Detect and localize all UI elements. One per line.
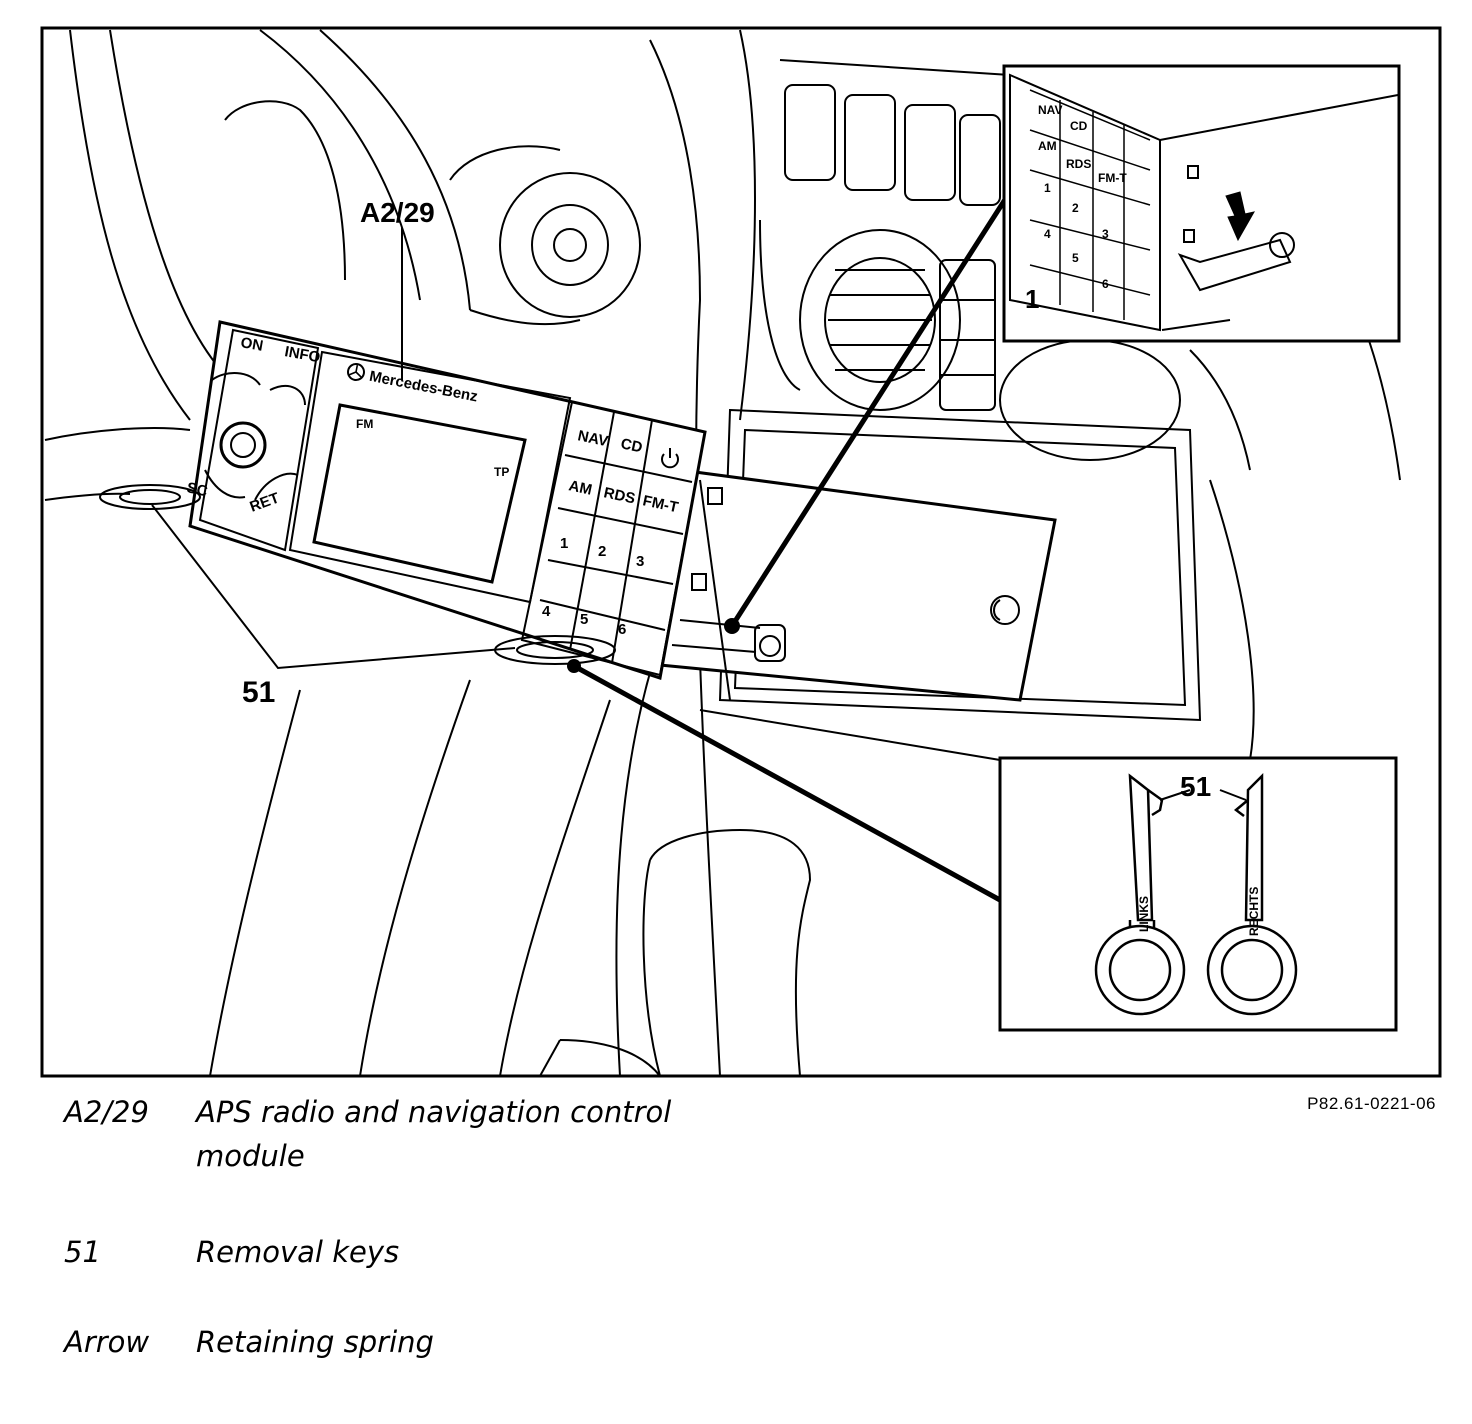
retaining-spring xyxy=(1177,238,1292,292)
key-label-rechts: RECHTS xyxy=(1247,887,1261,936)
inset-retaining-spring: NAV CD AM RDS FM-T 1 2 3 4 5 6 1 xyxy=(1002,64,1401,343)
callout-a2-29: A2/29 xyxy=(360,197,435,228)
inset-am-label: AM xyxy=(1038,139,1057,153)
legend-description: Removal keys xyxy=(196,1235,400,1269)
legend-code: A2/29 xyxy=(64,1095,149,1129)
dashboard-background xyxy=(44,29,1401,1077)
key-5: 5 xyxy=(580,611,588,628)
callout-51: 51 xyxy=(242,676,275,709)
illustration: ON INFO SC RET FM TP Mercedes-Benz NAV C… xyxy=(40,26,1442,1078)
inset-key-4: 4 xyxy=(1044,227,1051,241)
legend-description: Retaining spring xyxy=(196,1325,434,1359)
rds-button: RDS xyxy=(602,484,637,507)
inset-removal-keys: 51 LINKS RECHTS xyxy=(998,756,1398,1032)
inset-key-1: 1 xyxy=(1044,181,1051,195)
inset-key-2: 2 xyxy=(1072,201,1079,215)
leader-lines xyxy=(151,196,1009,903)
legend-code: 51 xyxy=(64,1235,101,1269)
sc-button: SC xyxy=(185,479,209,500)
display-fm-label: FM xyxy=(356,417,373,431)
am-button: AM xyxy=(567,477,593,498)
callout-inset-51: 51 xyxy=(1180,771,1211,802)
inset-nav-label: NAV xyxy=(1038,103,1062,117)
mercedes-star-icon xyxy=(347,363,365,381)
radio-module: ON INFO SC RET FM TP Mercedes-Benz NAV C… xyxy=(185,320,1057,702)
key-2: 2 xyxy=(598,543,606,560)
figure-reference: P82.61-0221-06 xyxy=(1307,1094,1436,1113)
inset-rds-label: RDS xyxy=(1066,157,1091,171)
inset-cd-label: CD xyxy=(1070,119,1088,133)
callout-1: 1 xyxy=(1025,284,1039,314)
arrow-icon xyxy=(1225,191,1255,242)
key-6: 6 xyxy=(618,621,626,638)
key-3: 3 xyxy=(636,553,644,570)
legend-code: Arrow xyxy=(64,1325,150,1359)
radio-display xyxy=(312,403,527,584)
illustration-svg: ON INFO SC RET FM TP Mercedes-Benz NAV C… xyxy=(40,26,1442,1078)
removal-key-right xyxy=(1206,772,1298,1016)
illustration-frame xyxy=(40,26,1442,1078)
inset-key-5: 5 xyxy=(1072,251,1079,265)
legend: A2/29 APS radio and navigation control m… xyxy=(64,1090,1434,1420)
legend-description: APS radio and navigation control module xyxy=(196,1095,672,1173)
key-4: 4 xyxy=(542,603,551,620)
cd-button: CD xyxy=(619,435,644,456)
radio-keypad xyxy=(520,400,707,677)
inset-key-3: 3 xyxy=(1102,227,1109,241)
removal-key-left xyxy=(1094,773,1186,1016)
nav-button: NAV xyxy=(576,427,609,450)
key-label-links: LINKS xyxy=(1137,896,1151,932)
display-tp-label: TP xyxy=(494,465,509,479)
inset-key-6: 6 xyxy=(1102,277,1109,291)
power-icon xyxy=(661,448,679,469)
on-button: ON xyxy=(239,334,264,355)
info-button: INFO xyxy=(283,343,322,366)
key-1: 1 xyxy=(560,535,568,552)
inset-fm-t-label: FM-T xyxy=(1098,171,1127,185)
